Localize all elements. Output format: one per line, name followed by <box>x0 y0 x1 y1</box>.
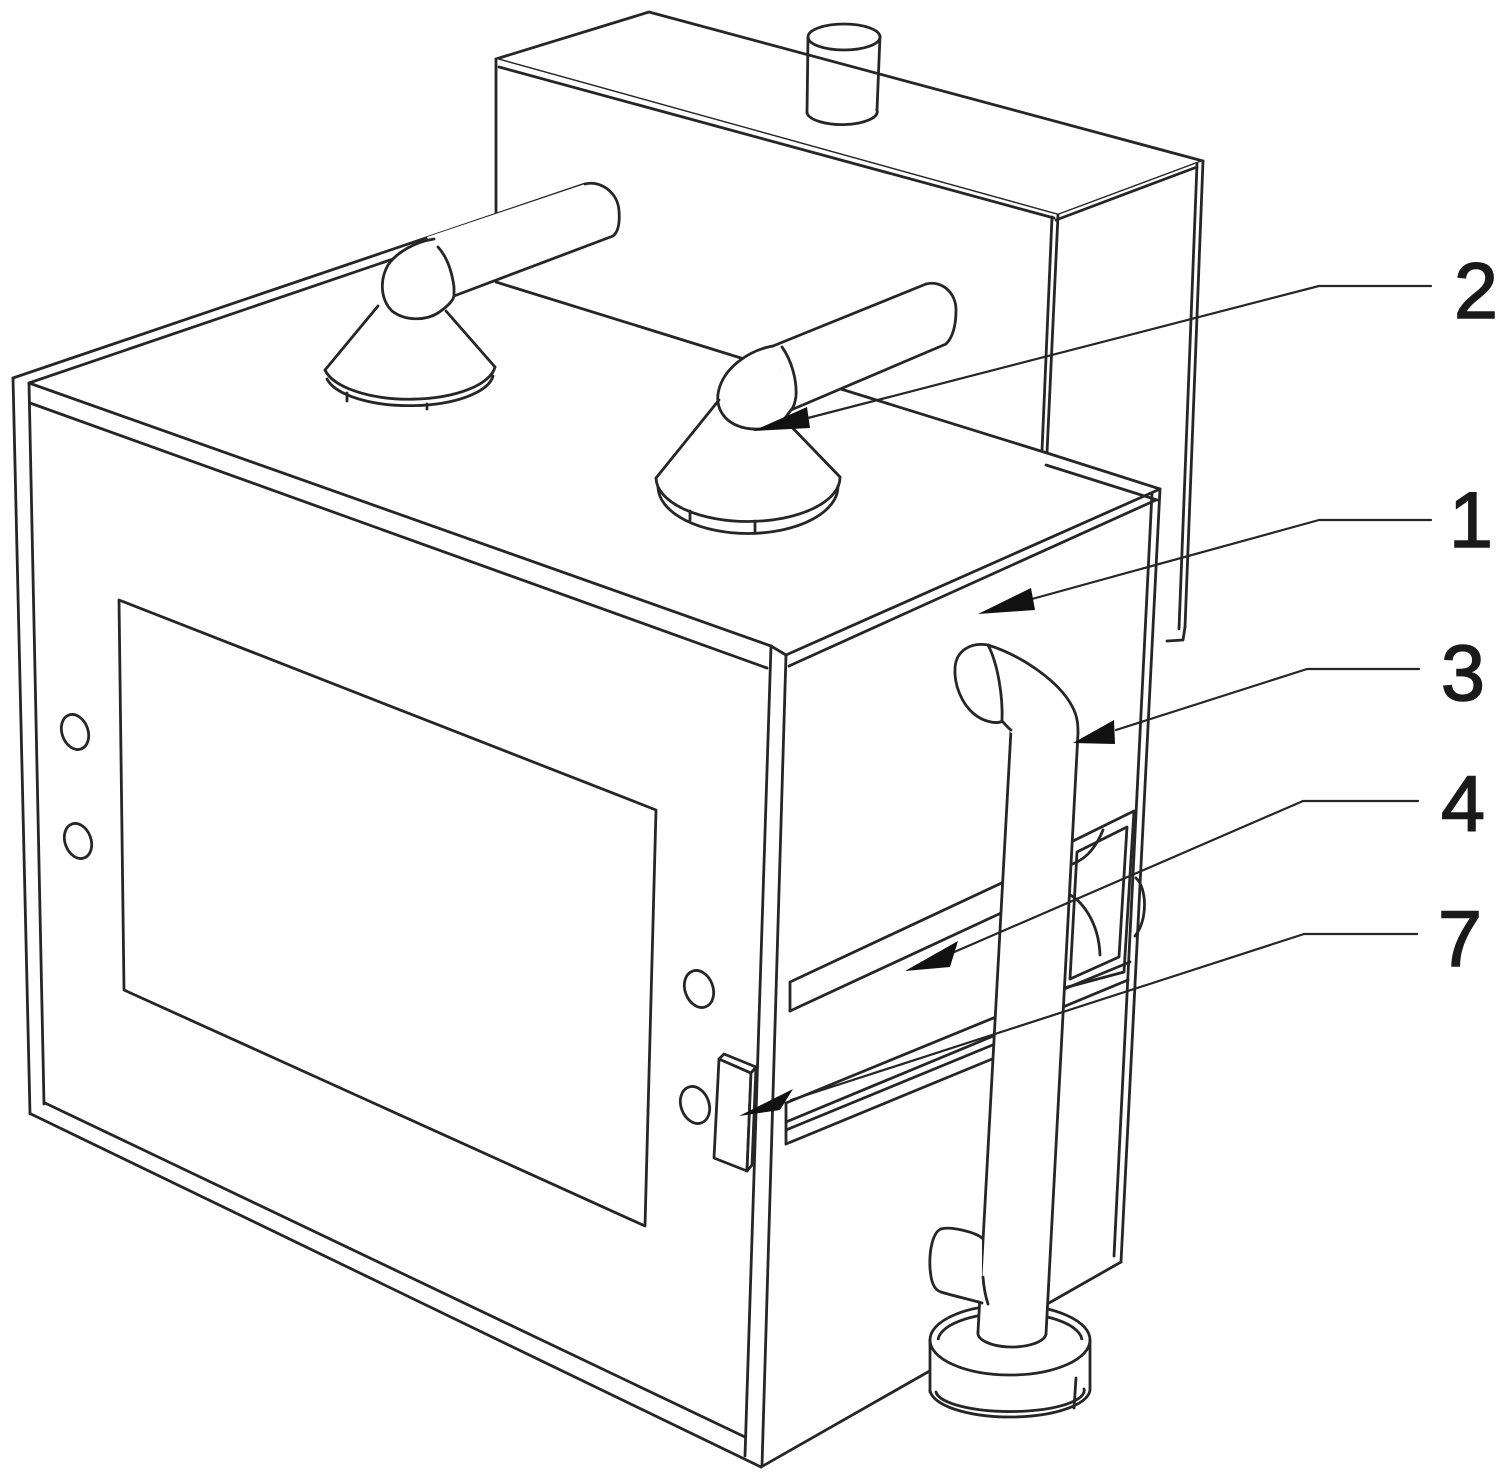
svg-text:4: 4 <box>1441 759 1485 848</box>
svg-text:7: 7 <box>1438 894 1482 983</box>
svg-text:2: 2 <box>1454 246 1498 335</box>
svg-text:3: 3 <box>1441 628 1485 717</box>
svg-text:1: 1 <box>1449 475 1493 564</box>
